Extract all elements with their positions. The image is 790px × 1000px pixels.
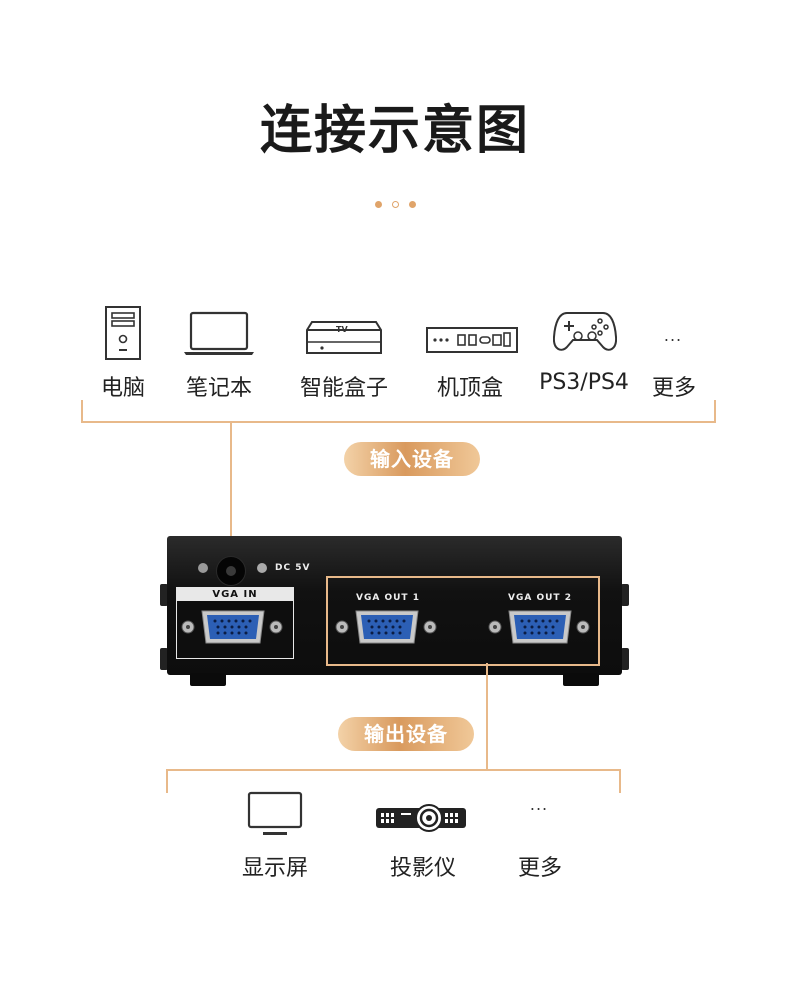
smart-tv-box-icon: TV	[306, 320, 382, 356]
vga-out-2-port	[487, 608, 593, 646]
side-tab	[160, 648, 168, 670]
dot-hollow-icon	[391, 201, 399, 208]
device-foot	[563, 673, 599, 686]
vga-in-port	[180, 608, 286, 646]
output-bracket-right	[619, 769, 621, 793]
output-connector-line	[486, 663, 488, 771]
input-bracket-left	[81, 400, 83, 423]
side-tab	[160, 584, 168, 606]
device-label-more-output: 更多	[517, 856, 562, 881]
device-label-projector: 投影仪	[389, 856, 456, 881]
more-icon: ...	[663, 326, 683, 345]
device-label-laptop: 笔记本	[185, 376, 252, 401]
device-label-set-top-box: 机顶盒	[436, 376, 503, 401]
device-label-smart-box: 智能盒子	[299, 376, 388, 401]
dot-icon	[374, 201, 382, 208]
power-jack	[216, 556, 246, 586]
output-bracket-left	[166, 769, 168, 793]
laptop-icon	[183, 311, 255, 357]
output-devices-pill: 输出设备	[338, 717, 474, 751]
vga-in-label: VGA IN	[177, 588, 293, 601]
vga-out-1-label: VGA OUT 1	[356, 593, 420, 603]
dot-icon	[408, 201, 416, 208]
device-label-more: 更多	[651, 376, 696, 401]
gamepad-icon	[552, 309, 618, 355]
led-indicator	[198, 563, 208, 573]
led-indicator	[257, 563, 267, 573]
projector-icon	[375, 804, 467, 832]
title-decoration-dots	[0, 194, 790, 208]
more-icon: ...	[529, 795, 549, 814]
vga-out-1-port	[334, 608, 440, 646]
input-connector-line	[230, 421, 232, 567]
input-bracket-right	[714, 400, 716, 423]
power-label: DC 5V	[275, 563, 311, 573]
input-devices-pill: 输入设备	[344, 442, 480, 476]
vga-out-highlight-frame	[326, 576, 600, 666]
side-tab	[621, 584, 629, 606]
device-foot	[190, 673, 226, 686]
desktop-computer-icon	[105, 306, 141, 360]
output-bracket-top	[166, 769, 621, 771]
vga-out-2-label: VGA OUT 2	[508, 593, 572, 603]
device-label-monitor: 显示屏	[241, 856, 308, 881]
monitor-icon	[247, 791, 303, 837]
device-label-game-console: PS3/PS4	[539, 370, 629, 395]
side-tab	[621, 648, 629, 670]
tv-text: TV	[336, 325, 348, 334]
device-label-computer: 电脑	[100, 376, 145, 401]
page-title: 连接示意图	[259, 101, 530, 161]
input-bracket-bottom	[81, 421, 716, 423]
set-top-box-icon	[426, 327, 518, 353]
